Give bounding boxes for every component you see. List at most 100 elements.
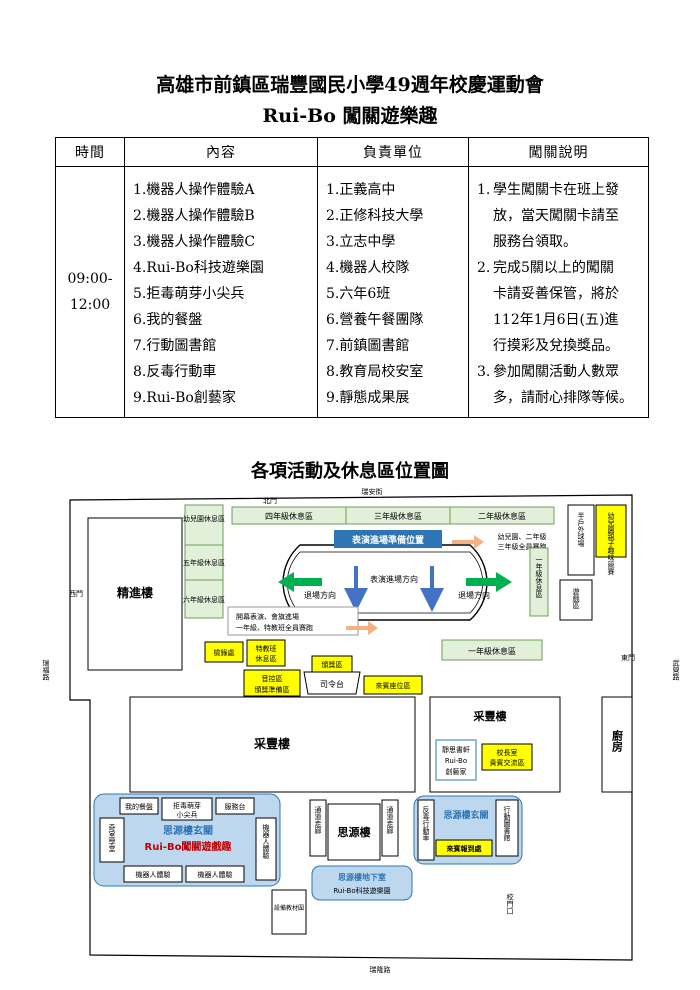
mobile-library-label: 行動圖書館 [503,805,511,842]
principal-line1: 校長室 [497,748,518,757]
anti-drug-car-label: 反毒行動車 [422,805,430,842]
unit-item: 4.機器人校隊 [326,260,410,276]
page-subtitle: Rui-Bo 闖關遊樂趣 [262,105,438,127]
mobile-library [495,799,519,857]
kinder-race-line1: 幼兒園、二年級 [498,532,547,541]
note-item: 3.參加闖關活動人數眾 多，請耐心排隊等候。 [477,359,644,411]
gate-north: 北門 [263,497,277,505]
grade1-rest-label: 一年級休息區 [468,646,516,656]
kitchen-label: 廚房 [611,729,624,753]
guest-registration [435,839,493,857]
checkin-area [204,641,244,663]
note-line: 參加闖關活動人數眾 [493,364,619,380]
facilities-room [271,889,307,935]
playground-area [559,579,593,621]
running-track-inner [286,551,484,614]
my-plate-label: 我的餐盤 [125,802,153,811]
sound-area [243,669,301,697]
kinder-parent-label: 幼兒園親子趣味競賽 [607,511,615,576]
note-cell: 1.學生闖關卡在班上發 放，當天闖關卡請至 服務台領取。 2.完成5關以上的闖關… [468,166,649,418]
guest-reg-label: 來賓報到處 [446,844,483,853]
grade5-rest-area [184,544,224,581]
note-number: 1. [477,182,491,198]
kinder-race-line2: 三年級全員賽跑 [498,542,547,551]
performance-area [334,530,442,548]
opening-arrow [346,621,378,635]
facilities-label: 設備教材圍 [274,904,304,912]
unit-item: 8.教育局校安室 [326,364,424,380]
grade5-rest-label: 五年級休息區 [183,558,225,567]
entry-direction: 表演進場方向 [370,574,418,584]
guest-seating-label: 來賓座位區 [376,681,411,690]
note-item: 1.學生闖關卡在班上發 放，當天闖關卡請至 服務台領取。 [477,177,644,255]
grade1-rest-area [441,639,543,661]
race-arrow [452,535,484,549]
stage [303,671,361,695]
outdoor-court [567,504,595,576]
unit-item: 7.前鎮圖書館 [326,338,410,354]
unit-item: 2.正修科技大學 [326,208,424,224]
static-show [435,739,477,781]
gate-east: 東門 [621,653,635,662]
caifeng-right-label: 采豐樓 [473,709,507,723]
playground-label: 遊戲區 [572,587,580,609]
kinder-parent-game [595,504,627,558]
robot-booth-3 [255,817,277,881]
grade2-rest-label: 二年級休息區 [478,511,526,521]
special-rest-area [246,639,286,667]
unit-item: 6.營養午餐團隊 [326,312,424,328]
basement-line1: 思源樓地下室 [338,872,386,882]
kinder-rest-area [184,504,224,546]
note-number: 2. [477,260,491,276]
static-line1: 靜思書軒 [442,745,470,754]
road-west: 瑞福路 [42,659,50,682]
running-track [282,544,488,621]
content-item: 5.拒毒萌芽小尖兵 [133,286,245,302]
anti-drug-line1: 拒毒萌芽 [173,801,201,810]
sound-line2: 頒獎準備區 [255,685,290,694]
opening-note-box [227,606,359,636]
road-south: 瑞隆路 [370,965,391,974]
grade3-rest-label: 三年級休息區 [374,511,422,521]
ruibo-game-label: Rui-Bo闖關遊戲趣 [145,840,233,853]
static-line3: 創藝家 [446,767,467,776]
checkin-label: 檢錄處 [214,648,235,657]
col-note-header: 闖關說明 [468,137,649,167]
guest-seating [363,675,423,695]
content-item: 7.行動圖書館 [133,338,217,354]
grade2-rest-area [449,506,555,525]
table-row: 09:00- 12:00 1.機器人操作體驗A 2.機器人操作體驗B 3.機器人… [55,166,649,418]
schedule-table: 時間 內容 負責單位 闖關說明 09:00- 12:00 1.機器人操作體驗A … [55,137,649,418]
note-line: 112年1月6日(五)進 [493,312,619,328]
col-time-header: 時間 [55,137,125,167]
robot-booth-2 [185,865,245,883]
sound-line1: 音控區 [262,674,283,683]
unit-item: 1.正義高中 [326,182,396,198]
robot-label-2: 機器人體驗 [198,870,233,879]
exit-direction-right: 退場方向 [458,590,490,600]
note-item: 2.完成5關以上的闖關 卡請妥善保管，將於 112年1月6日(五)進 行摸彩及兌… [477,255,644,359]
exit-direction-left: 退場方向 [304,590,336,600]
note-line: 服務台領取。 [493,234,577,250]
content-item: 1.機器人操作體驗A [133,182,255,198]
page-title: 高雄市前鎮區瑞豐國民小學49週年校慶運動會 [156,74,544,96]
content-item: 2.機器人操作體驗B [133,208,255,224]
stage-label: 司令台 [320,679,344,689]
unit-item: 3.立志中學 [326,234,396,250]
time-start: 09:00- [67,271,113,287]
corridor-left [309,799,327,857]
content-item: 6.我的餐盤 [133,312,203,328]
anti-drug-booth [161,797,213,821]
road-east: 武營路 [672,659,680,682]
content-item: 9.Rui-Bo創藝家 [133,390,236,406]
note-line: 多，請耐心排隊等候。 [493,390,633,406]
my-plate-booth [119,797,159,815]
unit-cell: 1.正義高中 2.正修科技大學 3.立志中學 4.機器人校隊 5.六年6班 6.… [317,166,469,418]
content-item: 4.Rui-Bo科技遊樂園 [133,260,264,276]
robot-booth-1 [123,865,183,883]
building-jingjin-label: 精進樓 [117,585,153,600]
kinder-rest-label: 幼兒園休息區 [183,514,225,523]
time-cell: 09:00- 12:00 [55,166,125,418]
unit-item: 5.六年6班 [326,286,391,302]
